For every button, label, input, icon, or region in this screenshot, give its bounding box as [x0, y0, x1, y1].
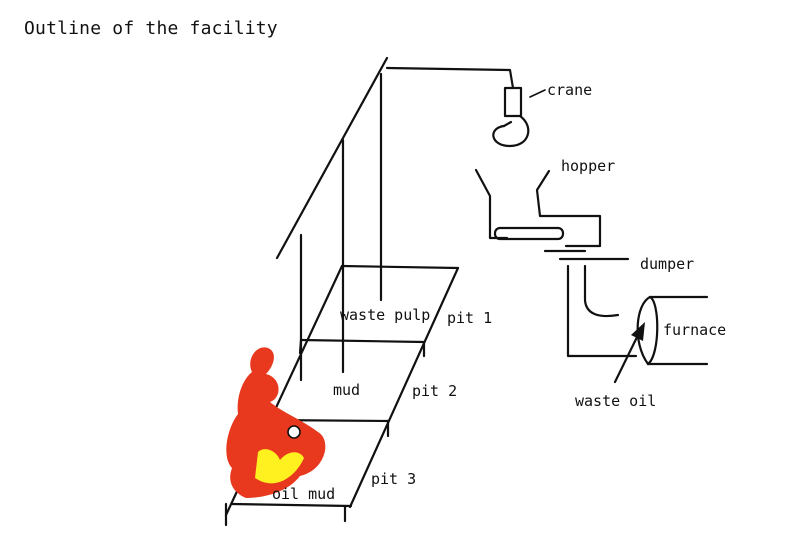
- waste-oil-arrow: [613, 322, 645, 384]
- pit2-label: pit 2: [412, 382, 457, 400]
- pit2-content-label: mud: [333, 381, 360, 399]
- crane-structure: [275, 56, 546, 382]
- pit1-label: pit 1: [447, 309, 492, 327]
- page-title: Outline of the facility: [24, 18, 278, 39]
- furnace-label: furnace: [663, 321, 726, 339]
- hopper-label: hopper: [561, 157, 615, 175]
- pit3-content-label: oil mud: [272, 485, 335, 503]
- waste-oil-label: waste oil: [575, 392, 656, 410]
- pit1-content-label: waste pulp: [340, 306, 430, 324]
- furnace: [636, 295, 709, 366]
- crane-hook-icon: [492, 86, 530, 148]
- pit3-label: pit 3: [371, 470, 416, 488]
- crane-label: crane: [547, 81, 592, 99]
- hopper: [474, 168, 602, 253]
- dumper-label: dumper: [640, 255, 694, 273]
- pits: [224, 264, 460, 527]
- dumper: [558, 257, 638, 358]
- fire-icon: [226, 347, 326, 498]
